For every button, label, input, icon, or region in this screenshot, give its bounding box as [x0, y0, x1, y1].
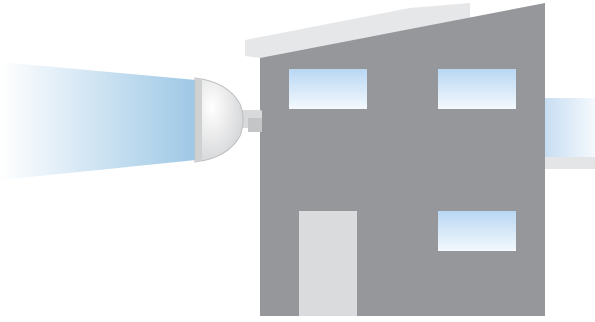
window-icon [438, 69, 516, 109]
window-icon [438, 211, 516, 251]
window-icon [289, 69, 367, 109]
light-beam-icon [0, 62, 196, 180]
floodlight-icon [195, 78, 262, 162]
house-icon [245, 3, 545, 316]
side-window-icon [544, 98, 595, 169]
door-icon [299, 211, 357, 316]
